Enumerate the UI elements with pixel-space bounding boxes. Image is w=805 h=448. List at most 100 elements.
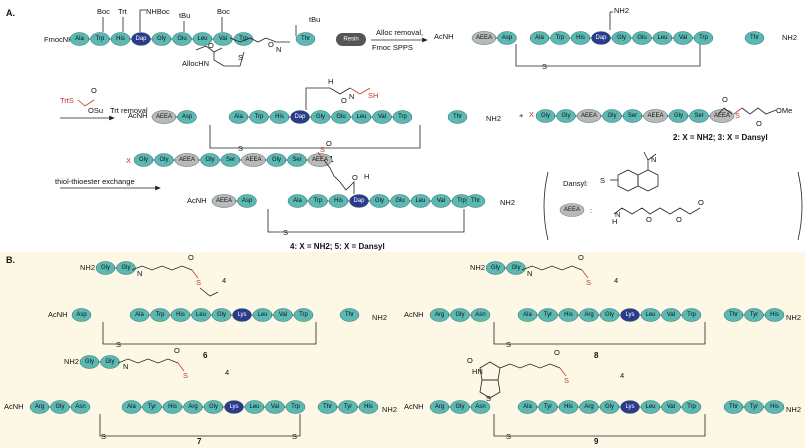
resin-label: Resin	[343, 37, 358, 43]
acnh-label-6: AcNH	[48, 310, 68, 319]
residue-label: Gly	[605, 312, 614, 318]
four-label-6: 4	[222, 276, 226, 285]
osu-label: OSu	[88, 106, 103, 115]
s-label-r2: S	[238, 144, 243, 153]
residue-label: Trp	[398, 114, 407, 120]
compound-6-label: 6	[203, 351, 208, 360]
residue-label: Ser	[694, 113, 703, 119]
residue-bead	[339, 308, 360, 322]
residue-label: Trp	[699, 35, 708, 41]
residue-label: Thr	[345, 312, 354, 318]
residue-label: Ala	[234, 114, 243, 120]
residue-label: Gly	[139, 157, 148, 163]
residue-label: Leu	[197, 36, 207, 42]
residue-label: Gly	[206, 157, 215, 163]
residue-bead	[447, 110, 468, 124]
residue-bead	[358, 400, 379, 414]
o-label-r1: O	[268, 40, 274, 49]
ome-label: OMe	[776, 106, 792, 115]
residue-label: AEEA	[156, 114, 172, 120]
residue-label: AEEA	[216, 198, 232, 204]
residue-label: Glu	[395, 198, 404, 204]
alloc-o-label: O	[208, 41, 214, 50]
residue-label: Val	[378, 114, 386, 120]
nh2-label-r3: NH2	[500, 198, 515, 207]
residue-label: Thr	[729, 404, 738, 410]
residue-label: Leu	[645, 312, 655, 318]
residue-bead	[465, 194, 486, 208]
residue-label: Ala	[293, 198, 302, 204]
nh2-label-6: NH2	[80, 263, 95, 272]
residue-bead	[764, 308, 785, 322]
residue-label: Thr	[729, 312, 738, 318]
residue-label: Trp	[255, 114, 264, 120]
residue-bead	[744, 31, 765, 45]
residue-label: Gly	[122, 265, 131, 271]
residue-label: Trp	[556, 35, 565, 41]
compound-23-label: 2: X = NH2; 3: X = Dansyl	[673, 133, 768, 142]
residue-label: Gly	[456, 312, 465, 318]
residue-label: Trp	[314, 198, 323, 204]
residue-label: Arg	[35, 404, 44, 410]
compound-7-label: 7	[197, 437, 202, 446]
residue-bead	[177, 110, 197, 124]
residue-bead	[285, 400, 306, 414]
residue-label: Arg	[435, 312, 444, 318]
residue-label: Thr	[750, 35, 759, 41]
residue-label: Ala	[127, 404, 136, 410]
residue-label: Val	[271, 404, 279, 410]
nh2-label-9c: NH2	[786, 405, 801, 414]
o-label-8: O	[578, 253, 584, 262]
boc-label-2: Boc	[217, 7, 230, 16]
resin-bead	[336, 33, 366, 46]
residue-label: His	[176, 312, 185, 318]
residue-bead	[681, 400, 702, 414]
residue-label: Leu	[645, 404, 655, 410]
residue-label: Trp	[687, 312, 696, 318]
residue-label: AEEA	[312, 157, 328, 163]
residue-label: Asp	[242, 198, 253, 204]
nh2-label-7: NH2	[64, 357, 79, 366]
s-label-8: S	[586, 278, 591, 287]
residue-label: Gly	[272, 157, 281, 163]
residue-bead	[693, 31, 714, 45]
residue-label: Tyr	[148, 404, 156, 410]
o-label-reagent: O	[91, 86, 97, 95]
residue-label: Gly	[209, 404, 218, 410]
residue-label: Leu	[657, 35, 667, 41]
residue-label: Leu	[249, 404, 259, 410]
compound-45-label: 4: X = NH2; 5: X = Dansyl	[290, 242, 385, 251]
residue-label: Dap	[135, 36, 147, 42]
compound-9-label: 9	[594, 437, 599, 446]
h-label-45: H	[364, 172, 369, 181]
residue-label: Glu	[336, 114, 345, 120]
residue-bead	[392, 110, 413, 124]
x-label-23: X	[529, 110, 534, 119]
nh2-label-8c: NH2	[786, 313, 801, 322]
residue-label: Lys	[237, 312, 246, 318]
residue-label: Val	[279, 312, 287, 318]
residue-label: Thr	[471, 198, 480, 204]
residue-label: Val	[667, 312, 675, 318]
residue-label: Asp	[502, 35, 513, 41]
biotin-structure: O HN S	[467, 356, 561, 403]
residue-label: Trp	[96, 36, 105, 42]
residue-label: Dap	[353, 198, 365, 204]
s-label-9b: S	[506, 432, 511, 441]
residue-label: Ser	[628, 113, 637, 119]
s-label-6b: S	[116, 340, 121, 349]
residue-label: His	[564, 404, 573, 410]
o-label-45: O	[326, 139, 332, 148]
s-label-r1r: S	[542, 62, 547, 71]
residue-bead	[764, 400, 785, 414]
residue-label: Gly	[375, 198, 384, 204]
dansyl-s-label: S	[600, 176, 605, 185]
o-label-45b: O	[352, 173, 358, 182]
residue-label: Gly	[217, 312, 226, 318]
o-label-9: O	[554, 348, 560, 357]
